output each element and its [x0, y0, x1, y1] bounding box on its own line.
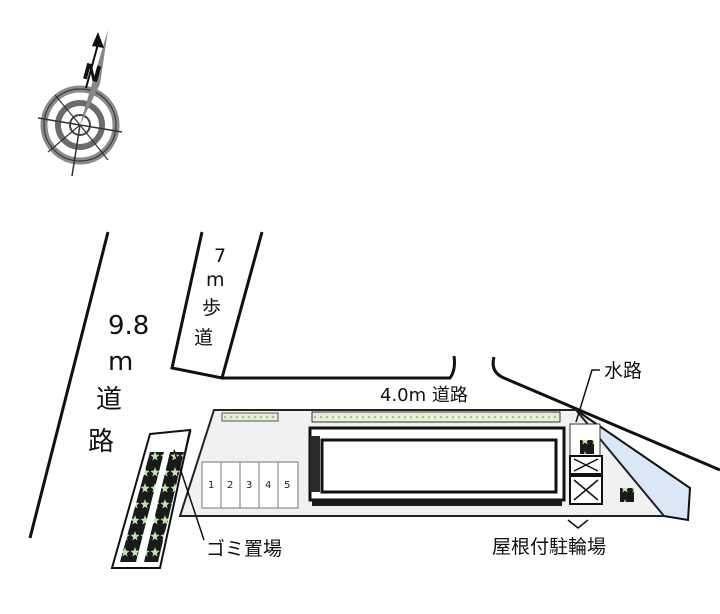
waterway-label: 水路 — [604, 360, 642, 382]
sidewalk-label: 7 m 歩 道 — [194, 245, 226, 349]
bike-leader-line — [567, 519, 589, 529]
parking-slot-4: 4 — [265, 480, 271, 491]
hedge-top — [311, 411, 561, 423]
building-inner — [320, 438, 558, 494]
hedge-small — [221, 412, 279, 422]
waterway-leader-line — [575, 369, 600, 423]
building-side-left — [310, 436, 320, 492]
main-road-label: 9.8 m 道 路 — [88, 311, 149, 457]
sidewalk-outline — [170, 231, 264, 380]
svg-text:路: 路 — [88, 427, 114, 457]
main-road-edge-left — [28, 231, 110, 539]
side-road-edge-right — [491, 356, 720, 472]
svg-text:道: 道 — [96, 385, 122, 415]
side-road-label: 4.0m 道路 — [380, 385, 468, 406]
svg-text:道: 道 — [194, 327, 213, 349]
building-front-strip — [312, 500, 562, 506]
parking-slot-3: 3 — [246, 480, 252, 491]
parking-slot-5: 5 — [284, 480, 290, 491]
svg-text:9.8: 9.8 — [108, 311, 149, 341]
svg-text:m: m — [108, 347, 133, 377]
compass-north-label: N — [80, 60, 104, 89]
compass-rose-icon — [37, 30, 123, 177]
parking-area — [201, 461, 299, 509]
svg-text:歩: 歩 — [202, 297, 221, 319]
garbage-label: ゴミ置場 — [206, 538, 282, 560]
svg-text:7: 7 — [214, 245, 226, 267]
garbage-leader-line — [173, 449, 205, 541]
side-road-edge-left — [222, 355, 456, 380]
bike-parking-label: 屋根付駐輪場 — [492, 536, 606, 558]
parking-slot-1: 1 — [208, 480, 214, 491]
svg-text:m: m — [206, 269, 225, 291]
parking-slot-2: 2 — [227, 480, 233, 491]
garbage-station — [110, 428, 192, 569]
bike-parking — [569, 423, 634, 505]
